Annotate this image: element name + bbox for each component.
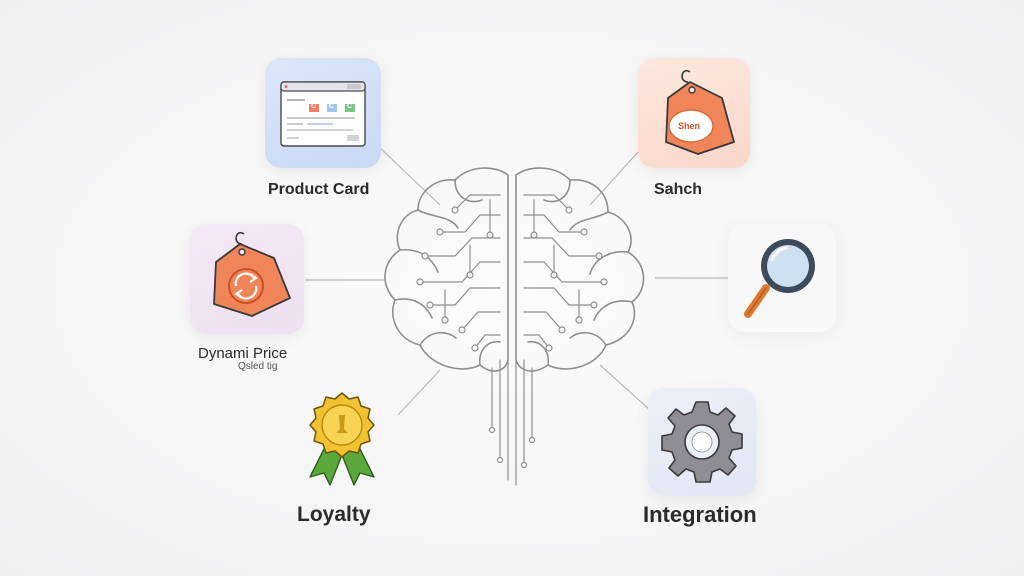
gear-icon (661, 401, 743, 483)
connector-product-card (379, 147, 441, 206)
dynamic-price-tag-icon (213, 231, 291, 317)
browser-window-icon (280, 81, 366, 147)
button-label-2: C (329, 103, 335, 110)
dynamic-price-label: Dynami Price (198, 345, 288, 362)
connector-integration (599, 364, 651, 411)
magnifier-tile[interactable] (728, 224, 836, 332)
loyalty-tile[interactable] (292, 385, 392, 493)
search-tag-tile[interactable]: Shen (638, 58, 750, 168)
product-card-label: Product Card (268, 181, 370, 198)
tag-text: Shen (678, 121, 701, 131)
brain-circuit-icon (384, 167, 645, 486)
integration-tile[interactable] (648, 388, 756, 496)
magnifying-glass-icon (744, 239, 815, 318)
price-tag-icon (665, 69, 735, 155)
dynamic-price-sub-label: Qsled tig (238, 361, 278, 372)
integration-label: Integration (643, 502, 757, 527)
connector-search-tag (589, 149, 641, 206)
button-label-3: C (347, 103, 353, 110)
connector-loyalty (397, 369, 441, 416)
dynamic-price-tile[interactable] (190, 224, 304, 334)
product-card-tile[interactable]: C C C (265, 58, 381, 168)
button-label-1: C (311, 103, 317, 110)
loyalty-label: Loyalty (297, 503, 371, 526)
search-label: Sahch (654, 181, 703, 198)
circuit-nodes (416, 206, 608, 469)
connector-lines (305, 147, 728, 416)
medal-icon (309, 392, 375, 486)
